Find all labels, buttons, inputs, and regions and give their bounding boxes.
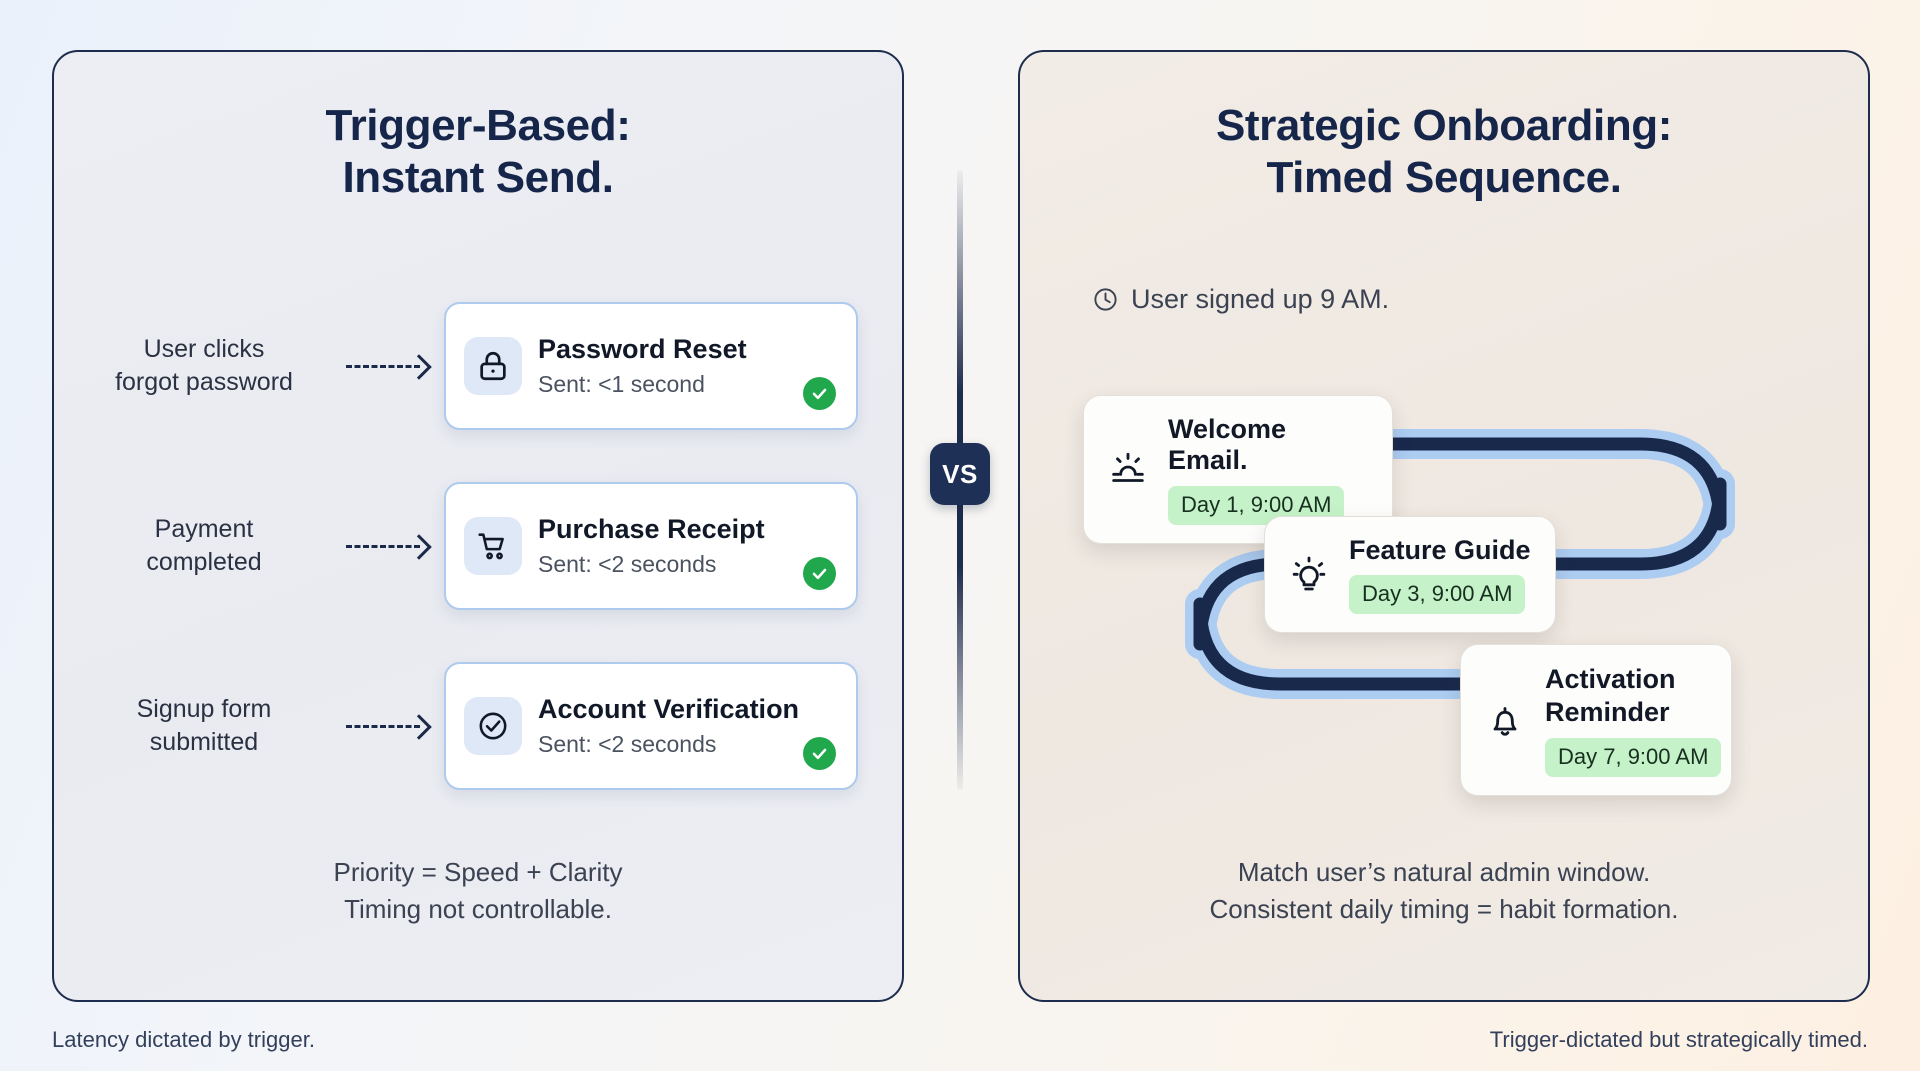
sequence-card-texts: Feature Guide Day 3, 9:00 AM bbox=[1349, 535, 1531, 615]
arrow-head bbox=[406, 714, 432, 740]
sequence-card-feature-guide[interactable]: Feature Guide Day 3, 9:00 AM bbox=[1264, 516, 1556, 634]
event-texts: Purchase Receipt Sent: <2 seconds bbox=[538, 513, 795, 579]
arrow-head bbox=[406, 534, 432, 560]
trigger-label-line1: Payment bbox=[154, 514, 254, 543]
sequence-card-texts: Activation Reminder Day 7, 9:00 AM bbox=[1545, 663, 1722, 777]
sequence-card-title: Activation Reminder bbox=[1545, 663, 1721, 729]
dashed-arrow-icon bbox=[346, 714, 438, 740]
event-card-subtitle: Sent: <2 seconds bbox=[538, 551, 717, 578]
footer-caption-right: Trigger-dictated but strategically timed… bbox=[1489, 1027, 1868, 1052]
check-circle-icon bbox=[464, 697, 522, 755]
lightbulb-icon bbox=[1285, 551, 1333, 599]
arrow-head bbox=[406, 354, 432, 380]
dashed-arrow-icon bbox=[346, 534, 438, 560]
bell-icon bbox=[1481, 696, 1529, 744]
trigger-row: Payment completed bbox=[54, 482, 902, 610]
dashed-arrow-icon bbox=[346, 354, 438, 380]
signup-note-text: User signed up 9 AM. bbox=[1131, 284, 1390, 314]
check-icon bbox=[803, 557, 836, 590]
right-panel-title-line1: Strategic Onboarding: bbox=[1215, 101, 1673, 150]
sequence-card-texts: Welcome Email. Day 1, 9:00 AM bbox=[1168, 414, 1368, 525]
sequence-card-title-line2: Reminder bbox=[1545, 696, 1670, 727]
right-footnote-line1: Match user’s natural admin window. bbox=[1237, 857, 1651, 888]
right-panel: Strategic Onboarding: Timed Sequence. Us… bbox=[1018, 50, 1870, 1002]
check-icon bbox=[803, 737, 836, 770]
check-icon bbox=[803, 377, 836, 410]
trigger-rows: User clicks forgot password bbox=[54, 302, 902, 790]
left-panel-title: Trigger-Based: Instant Send. bbox=[54, 100, 902, 204]
vs-divider: VS bbox=[930, 170, 990, 790]
clock-icon bbox=[1092, 286, 1119, 313]
footer-caption-left: Latency dictated by trigger. bbox=[52, 1027, 315, 1052]
left-panel-footnote: Priority = Speed + Clarity Timing not co… bbox=[54, 854, 902, 928]
day-badge: Day 3, 9:00 AM bbox=[1349, 575, 1526, 615]
trigger-row: Signup form submitted Account V bbox=[54, 662, 902, 790]
day-badge: Day 7, 9:00 AM bbox=[1545, 737, 1722, 777]
right-footnote-line2: Consistent daily timing = habit formatio… bbox=[1209, 894, 1679, 925]
trigger-label-line2: submitted bbox=[149, 728, 259, 756]
event-card-subtitle: Sent: <1 second bbox=[538, 371, 705, 398]
signup-note: User signed up 9 AM. bbox=[1092, 284, 1389, 315]
left-footnote-line1: Priority = Speed + Clarity bbox=[333, 857, 623, 888]
left-panel-title-line2: Instant Send. bbox=[342, 152, 614, 202]
event-card-purchase-receipt[interactable]: Purchase Receipt Sent: <2 seconds bbox=[444, 482, 858, 610]
right-panel-title-line2: Timed Sequence. bbox=[1266, 152, 1622, 202]
sequence-card-activation-reminder[interactable]: Activation Reminder Day 7, 9:00 AM bbox=[1460, 644, 1732, 796]
arrow-shaft bbox=[346, 545, 420, 548]
event-card-account-verification[interactable]: Account Verification Sent: <2 seconds bbox=[444, 662, 858, 790]
sequence-card-title: Feature Guide bbox=[1349, 535, 1531, 565]
left-panel-title-line1: Trigger-Based: bbox=[325, 101, 631, 150]
event-texts: Account Verification Sent: <2 seconds bbox=[538, 693, 800, 759]
trigger-label-line2: forgot password bbox=[115, 368, 293, 396]
event-card-title: Password Reset bbox=[538, 334, 747, 364]
arrow-shaft bbox=[346, 725, 420, 728]
vs-badge: VS bbox=[930, 443, 990, 505]
sunrise-icon bbox=[1104, 445, 1152, 493]
event-card-title: Purchase Receipt bbox=[538, 514, 765, 544]
trigger-label-line1: User clicks bbox=[143, 334, 265, 363]
shopping-cart-icon bbox=[464, 517, 522, 575]
event-card-title: Account Verification bbox=[538, 694, 800, 724]
event-card-password-reset[interactable]: Password Reset Sent: <1 second bbox=[444, 302, 858, 430]
left-footnote-line2: Timing not controllable. bbox=[344, 894, 612, 925]
right-panel-title: Strategic Onboarding: Timed Sequence. bbox=[1020, 100, 1868, 204]
trigger-label-line2: completed bbox=[146, 548, 262, 576]
arrow-shaft bbox=[346, 365, 420, 368]
lock-icon bbox=[464, 337, 522, 395]
event-texts: Password Reset Sent: <1 second bbox=[538, 333, 795, 399]
right-panel-footnote: Match user’s natural admin window. Consi… bbox=[1020, 854, 1868, 928]
sequence-card-title: Welcome Email. bbox=[1168, 414, 1287, 476]
sequence-card-title-line1: Activation bbox=[1545, 664, 1676, 694]
event-card-subtitle: Sent: <2 seconds bbox=[538, 731, 717, 758]
trigger-label: Payment completed bbox=[54, 513, 344, 580]
trigger-row: User clicks forgot password bbox=[54, 302, 902, 430]
trigger-label: Signup form submitted bbox=[54, 693, 344, 760]
trigger-label: User clicks forgot password bbox=[54, 333, 344, 400]
left-panel: Trigger-Based: Instant Send. User clicks… bbox=[52, 50, 904, 1002]
trigger-label-line1: Signup form bbox=[136, 694, 272, 723]
